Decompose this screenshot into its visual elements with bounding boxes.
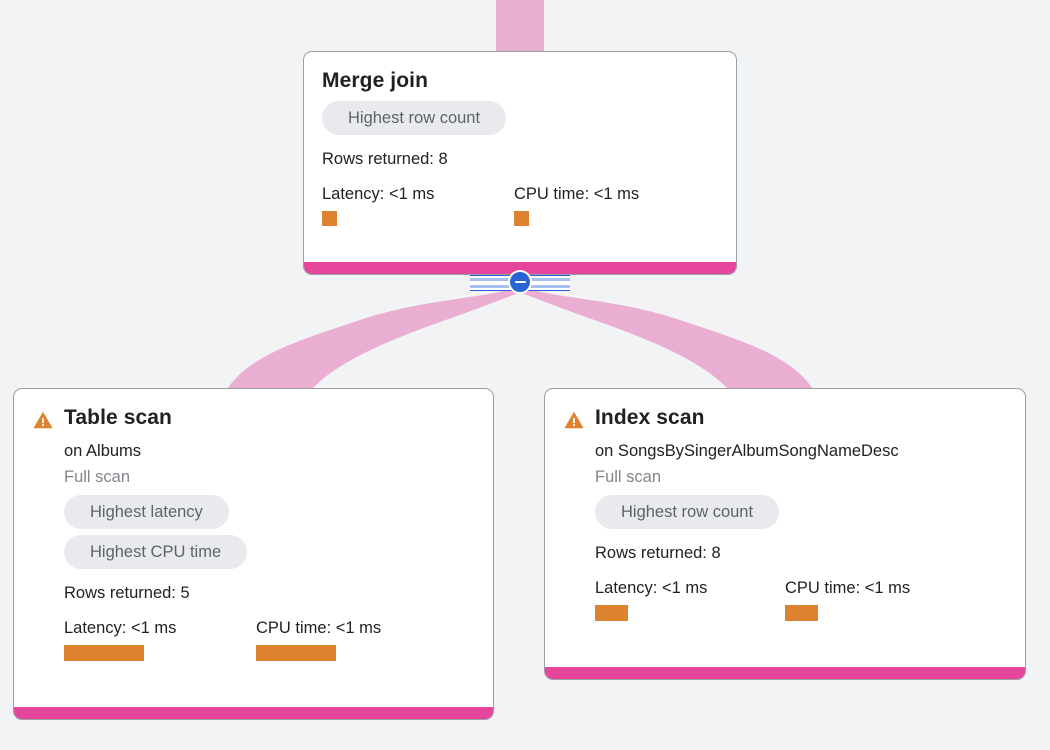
node-merge-join-title: Merge join xyxy=(322,69,429,92)
metric-latency-bar xyxy=(595,605,628,621)
metric-latency-label: Latency: <1 ms xyxy=(64,619,177,637)
metric-latency: Latency: <1 ms xyxy=(322,184,514,226)
node-merge-join-metrics: Latency: <1 ms CPU time: <1 ms xyxy=(322,184,718,226)
node-index-scan-subnote: Full scan xyxy=(595,468,662,486)
collapse-toggle-group[interactable] xyxy=(470,270,570,296)
collapse-toggle-button[interactable] xyxy=(508,270,532,294)
node-merge-join-accent-bar xyxy=(304,262,736,274)
edge-merge-join-to-table-scan xyxy=(228,288,521,388)
node-table-scan-body: Table scan on Albums Full scan Highest l… xyxy=(14,389,493,707)
metric-latency-label: Latency: <1 ms xyxy=(595,579,708,597)
metric-cpu-time: CPU time: <1 ms xyxy=(785,578,910,621)
warning-triangle-icon xyxy=(563,409,585,431)
node-table-scan-rows-returned: Rows returned: 5 xyxy=(64,584,190,602)
edge-merge-join-to-index-scan xyxy=(519,288,812,388)
metric-latency-bar xyxy=(64,645,144,661)
chip-highest-latency[interactable]: Highest latency xyxy=(64,495,229,529)
node-table-scan-accent-bar xyxy=(14,707,493,719)
warning-triangle-icon xyxy=(32,409,54,431)
metric-cpu-time-bar xyxy=(514,211,529,226)
node-index-scan-rows-returned: Rows returned: 8 xyxy=(595,544,721,562)
node-index-scan-subtitle: on SongsBySingerAlbumSongNameDesc xyxy=(595,442,899,460)
metric-cpu-time: CPU time: <1 ms xyxy=(514,184,639,226)
node-table-scan-details: on Albums Full scan Highest latency High… xyxy=(64,441,475,661)
metric-cpu-time-bar xyxy=(785,605,818,621)
node-index-scan-metrics: Latency: <1 ms CPU time: <1 ms xyxy=(595,578,1007,621)
node-table-scan[interactable]: Table scan on Albums Full scan Highest l… xyxy=(13,388,494,720)
chip-highest-row-count[interactable]: Highest row count xyxy=(595,495,780,529)
metric-latency: Latency: <1 ms xyxy=(595,578,785,621)
node-merge-join[interactable]: Merge join Highest row count Rows return… xyxy=(303,51,737,275)
node-table-scan-subnote: Full scan xyxy=(64,468,131,486)
metric-cpu-time-label: CPU time: <1 ms xyxy=(785,579,911,597)
metric-cpu-time-bar xyxy=(256,645,336,661)
node-table-scan-title: Table scan xyxy=(64,406,172,429)
node-index-scan-title: Index scan xyxy=(595,406,705,429)
node-table-scan-subtitle: on Albums xyxy=(64,442,142,460)
node-index-scan-chips: Highest row count xyxy=(595,495,1007,535)
node-merge-join-chips: Highest row count xyxy=(322,101,718,141)
chip-highest-row-count[interactable]: Highest row count xyxy=(322,101,507,135)
metric-latency: Latency: <1 ms xyxy=(64,618,256,661)
node-table-scan-metrics: Latency: <1 ms CPU time: <1 ms xyxy=(64,618,475,661)
metric-latency-bar xyxy=(322,211,337,226)
node-merge-join-rows-returned: Rows returned: 8 xyxy=(322,150,448,168)
chip-highest-cpu-time[interactable]: Highest CPU time xyxy=(64,535,248,569)
node-index-scan[interactable]: Index scan on SongsBySingerAlbumSongName… xyxy=(544,388,1026,680)
node-merge-join-title-row: Merge join xyxy=(322,68,718,94)
node-index-scan-title-row: Index scan xyxy=(563,405,1007,431)
metric-latency-label: Latency: <1 ms xyxy=(322,185,435,203)
node-merge-join-body: Merge join Highest row count Rows return… xyxy=(304,52,736,262)
node-table-scan-title-row: Table scan xyxy=(32,405,475,431)
minus-icon xyxy=(514,281,526,283)
node-index-scan-accent-bar xyxy=(545,667,1025,679)
metric-cpu-time: CPU time: <1 ms xyxy=(256,618,381,661)
node-index-scan-body: Index scan on SongsBySingerAlbumSongName… xyxy=(545,389,1025,667)
edge-parent-to-merge-join xyxy=(496,0,544,52)
node-index-scan-details: on SongsBySingerAlbumSongNameDesc Full s… xyxy=(595,441,1007,621)
metric-cpu-time-label: CPU time: <1 ms xyxy=(514,185,640,203)
metric-cpu-time-label: CPU time: <1 ms xyxy=(256,619,382,637)
node-table-scan-chips: Highest latency Highest CPU time xyxy=(64,495,475,575)
